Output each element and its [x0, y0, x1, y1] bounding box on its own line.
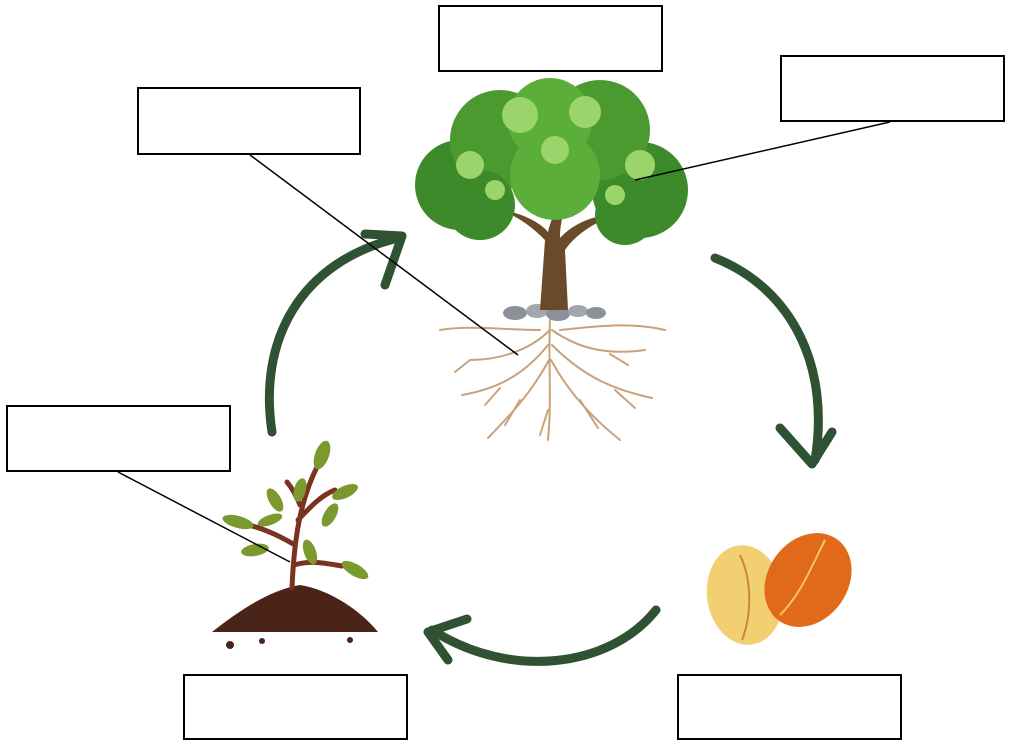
leader-upper-left: [249, 154, 519, 356]
label-box-left[interactable]: [6, 405, 231, 472]
arrow-seedling-to-tree: [264, 233, 403, 437]
arrow-tree-to-seeds: [710, 253, 823, 465]
foliage: [415, 78, 688, 245]
leader-upper-right: [634, 121, 891, 181]
arrow-seeds-to-seedling: [427, 605, 661, 666]
sapling-leaves: [222, 440, 369, 580]
leader-lines: [117, 121, 891, 563]
label-box-top[interactable]: [438, 5, 663, 72]
arrow-head-top-left: [360, 229, 407, 290]
roots: [439, 319, 666, 441]
label-box-upper-right[interactable]: [780, 55, 1005, 122]
leader-left: [117, 471, 291, 563]
seed-orange: [764, 533, 852, 627]
seed-pale: [706, 545, 784, 645]
label-box-upper-left[interactable]: [137, 87, 361, 155]
soil: [212, 585, 378, 632]
cycle-arrow-icon: [264, 229, 837, 666]
seedling-icon: [212, 440, 378, 649]
seeds-icon: [706, 533, 852, 645]
tree-icon: [415, 78, 688, 441]
label-box-bottom-left[interactable]: [183, 674, 408, 740]
trunk: [500, 190, 615, 310]
arrow-head-right: [775, 423, 837, 469]
label-box-bottom-right[interactable]: [677, 674, 902, 740]
arrow-head-bottom: [423, 614, 472, 665]
